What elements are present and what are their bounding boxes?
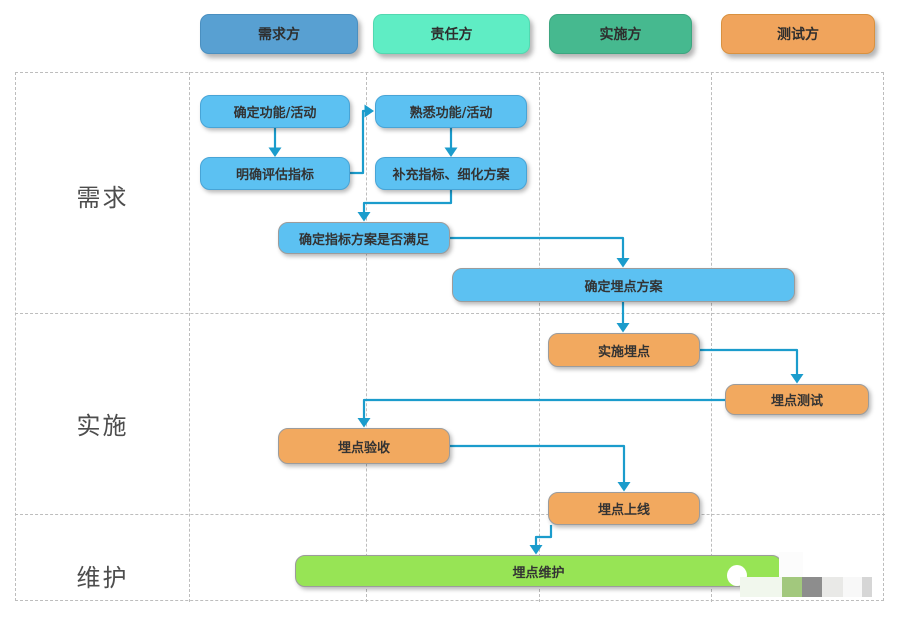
node-tracking-acceptance: 埋点验收 xyxy=(278,428,450,464)
grid-divider-vertical xyxy=(366,72,367,602)
node-confirm-metrics-plan-satisfied: 确定指标方案是否满足 xyxy=(278,222,450,254)
lane-label-implementation: 实施 xyxy=(76,412,129,440)
lane-label-requirement: 需求 xyxy=(76,184,129,212)
node-implement-tracking: 实施埋点 xyxy=(548,333,700,367)
artifact-block xyxy=(862,577,872,597)
artifact-block xyxy=(802,577,822,597)
node-confirm-tracking-plan: 确定埋点方案 xyxy=(452,268,795,302)
node-supplement-metrics-refine-plan: 补充指标、细化方案 xyxy=(375,157,527,190)
grid-divider-vertical xyxy=(189,72,190,602)
grid-divider-vertical xyxy=(539,72,540,602)
node-tracking-test: 埋点测试 xyxy=(725,384,869,415)
grid-divider-vertical xyxy=(711,72,712,602)
artifact-block xyxy=(779,552,803,578)
artifact-block xyxy=(843,577,862,597)
node-confirm-function-activity: 确定功能/活动 xyxy=(200,95,350,128)
lane-label-maintenance: 维护 xyxy=(76,564,129,592)
grid-divider-horizontal xyxy=(15,514,885,515)
artifact-block xyxy=(782,577,802,597)
grid-border xyxy=(15,72,884,601)
artifact-block xyxy=(740,577,782,597)
node-tracking-launch: 埋点上线 xyxy=(548,492,700,525)
header-tester: 测试方 xyxy=(721,14,875,54)
node-tracking-maintenance: 埋点维护 xyxy=(295,555,782,587)
node-familiarize-function-activity: 熟悉功能/活动 xyxy=(375,95,527,128)
header-implementer: 实施方 xyxy=(549,14,692,54)
artifact-block xyxy=(822,577,843,597)
header-owner: 责任方 xyxy=(373,14,530,54)
header-requester: 需求方 xyxy=(200,14,358,54)
node-clarify-evaluation-metrics: 明确评估指标 xyxy=(200,157,350,190)
grid-divider-horizontal xyxy=(15,313,885,314)
